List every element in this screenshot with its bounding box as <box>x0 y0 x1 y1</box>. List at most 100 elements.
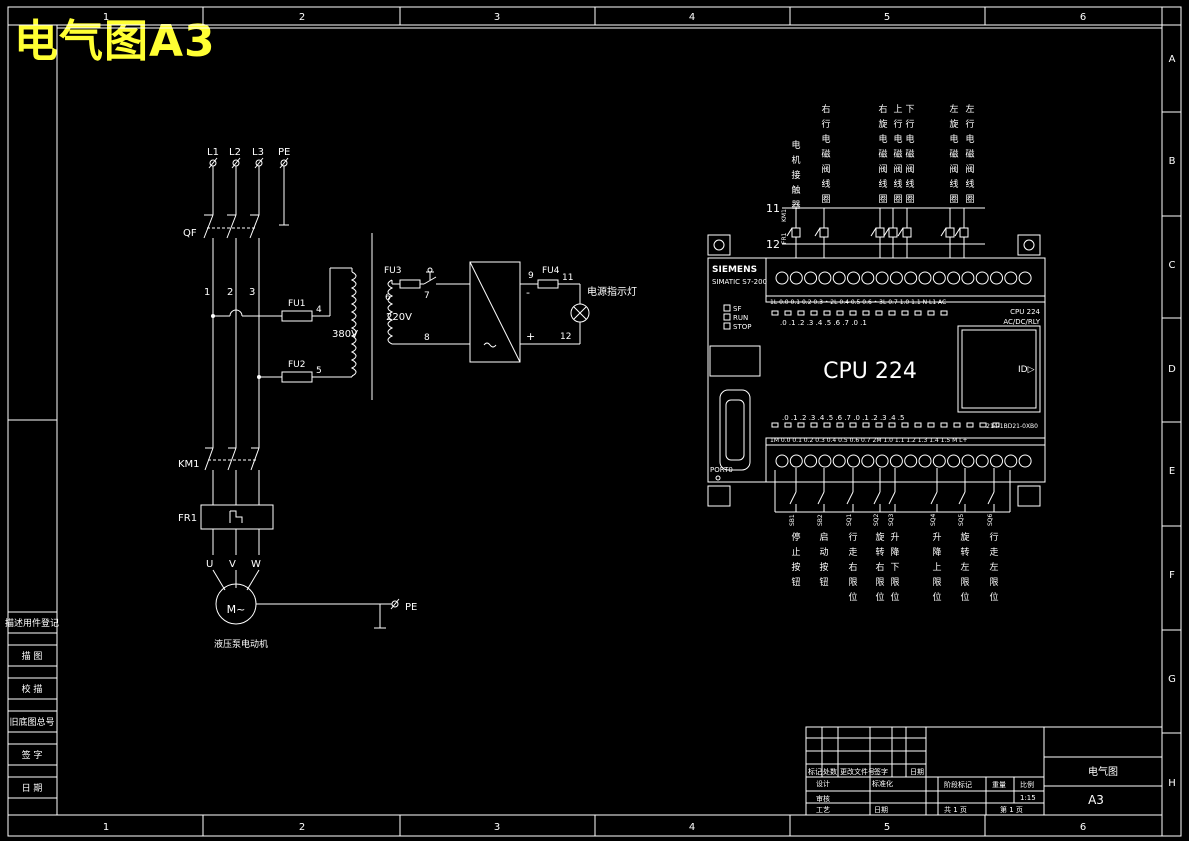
top-screw-17 <box>1018 271 1032 285</box>
bottom-led-3 <box>810 422 818 428</box>
transformer-icon <box>350 233 394 400</box>
svg-text:左: 左 <box>965 103 974 115</box>
svg-text:位: 位 <box>875 591 884 603</box>
bottom-screw-8 <box>889 454 903 468</box>
plc-model: CPU 224 <box>823 359 917 384</box>
top-screw-14 <box>975 271 989 285</box>
bottom-led-9 <box>888 422 896 428</box>
tb-role-process: 工艺 <box>816 806 830 814</box>
svg-text:电: 电 <box>878 133 887 145</box>
motor-caption: 液压泵电动机 <box>214 638 268 650</box>
svg-text:旋: 旋 <box>878 118 887 130</box>
svg-text:下: 下 <box>890 563 899 573</box>
svg-text:走: 走 <box>848 547 857 558</box>
port-label: PORT0 <box>710 466 733 474</box>
tb-scale-label: 比例 <box>1020 780 1034 789</box>
top-screw-1 <box>789 271 803 285</box>
tb-role-designer: 设计 <box>816 779 830 788</box>
svg-text:位: 位 <box>989 591 998 603</box>
breaker-label: QF <box>183 228 197 239</box>
svg-text:电: 电 <box>893 133 902 145</box>
svg-text:圈: 圈 <box>878 194 887 205</box>
input-switch-3-icon <box>873 491 881 505</box>
svg-text:左: 左 <box>949 103 958 115</box>
row-marker-A: A <box>1169 54 1176 65</box>
svg-text:线: 线 <box>893 178 902 190</box>
terminal-number-1: 1 <box>204 287 210 298</box>
coil-4-icon <box>902 227 912 238</box>
svg-text:圈: 圈 <box>949 194 958 205</box>
indicator-lamp-icon <box>570 303 590 323</box>
svg-text:左: 左 <box>960 561 969 573</box>
svg-text:旋: 旋 <box>949 118 958 130</box>
column-marker-bottom-6: 6 <box>1080 822 1086 833</box>
motor-u-label: U <box>206 559 213 570</box>
tb-header-4: 日期 <box>910 768 924 776</box>
input-switch-1-icon <box>817 491 825 505</box>
bottom-terminal-screws <box>775 454 1032 468</box>
svg-text:上: 上 <box>932 562 941 573</box>
svg-text:按: 按 <box>819 561 828 573</box>
svg-text:线: 线 <box>949 178 958 190</box>
svg-text:转: 转 <box>960 546 969 558</box>
plc-series: SIMATIC S7-200 <box>712 278 767 286</box>
relay-label: FR1 <box>178 513 197 524</box>
phase-l3-label: L3 <box>252 147 264 158</box>
bottom-led-indicators <box>771 422 1000 428</box>
svg-text:位: 位 <box>848 591 857 603</box>
svg-text:行: 行 <box>848 531 857 543</box>
wire-11-label: 11 <box>562 273 573 283</box>
svg-text:上: 上 <box>893 104 902 115</box>
column-marker-bottom-1: 1 <box>103 822 109 833</box>
bottom-screw-3 <box>818 454 832 468</box>
terminal-number-3: 3 <box>249 287 255 298</box>
column-marker-top-5: 5 <box>884 12 890 23</box>
top-led-11 <box>914 310 922 316</box>
tb-role-review: 审核 <box>816 794 830 803</box>
top-screw-4 <box>832 271 846 285</box>
column-marker-top-3: 3 <box>494 12 500 23</box>
bottom-screw-0 <box>775 454 789 468</box>
svg-text:电: 电 <box>905 133 914 145</box>
svg-text:右: 右 <box>848 561 857 573</box>
input-switch-0-icon <box>789 491 797 505</box>
plc-cpu224: 电机接触器右行电磁阀线圈右旋电磁阀线圈上行电磁阀线圈下行电磁阀线圈左旋电磁阀线圈… <box>707 103 1046 603</box>
input-device-5: SQ4 <box>930 513 937 526</box>
tb-size: A3 <box>1088 793 1104 807</box>
top-led-7 <box>862 310 870 316</box>
arrow-glyph: ID▷ <box>1018 365 1035 375</box>
svg-text:磁: 磁 <box>905 148 914 160</box>
fuse-fu1-icon <box>281 310 313 322</box>
top-screw-6 <box>861 271 875 285</box>
bottom-led-17 <box>992 422 1000 428</box>
bottom-led-labels: .0 .1 .2 .3 .4 .5 .6 .7 .0 .1 .2 .3 .4 .… <box>782 414 904 422</box>
top-led-3 <box>810 310 818 316</box>
led-run-label: RUN <box>733 314 748 322</box>
wire-9-label: 9 <box>528 271 534 281</box>
bottom-screw-9 <box>904 454 918 468</box>
top-screw-16 <box>1004 271 1018 285</box>
bottom-screw-1 <box>789 454 803 468</box>
fuse-fu2-icon <box>281 371 313 383</box>
bottom-screw-4 <box>832 454 846 468</box>
power-circuit: L1 L2 L3 PE QF <box>178 147 637 650</box>
svg-text:限: 限 <box>932 577 941 588</box>
column-marker-top-1: 1 <box>103 12 109 23</box>
wire-7-label: 8 <box>424 333 430 343</box>
svg-text:线: 线 <box>905 178 914 190</box>
fuse-fu1-label: FU1 <box>288 299 306 309</box>
svg-text:升: 升 <box>890 532 899 543</box>
top-screw-12 <box>947 271 961 285</box>
bottom-led-4 <box>823 422 831 428</box>
bottom-led-15 <box>966 422 974 428</box>
column-marker-top-2: 2 <box>299 12 305 23</box>
tb-stage: 阶段标记 <box>944 780 972 789</box>
terminal-number-2: 2 <box>227 287 233 298</box>
input-device-2: SQ1 <box>846 513 853 526</box>
bottom-led-8 <box>875 422 883 428</box>
transformer-secondary-label: 220V <box>386 312 412 323</box>
